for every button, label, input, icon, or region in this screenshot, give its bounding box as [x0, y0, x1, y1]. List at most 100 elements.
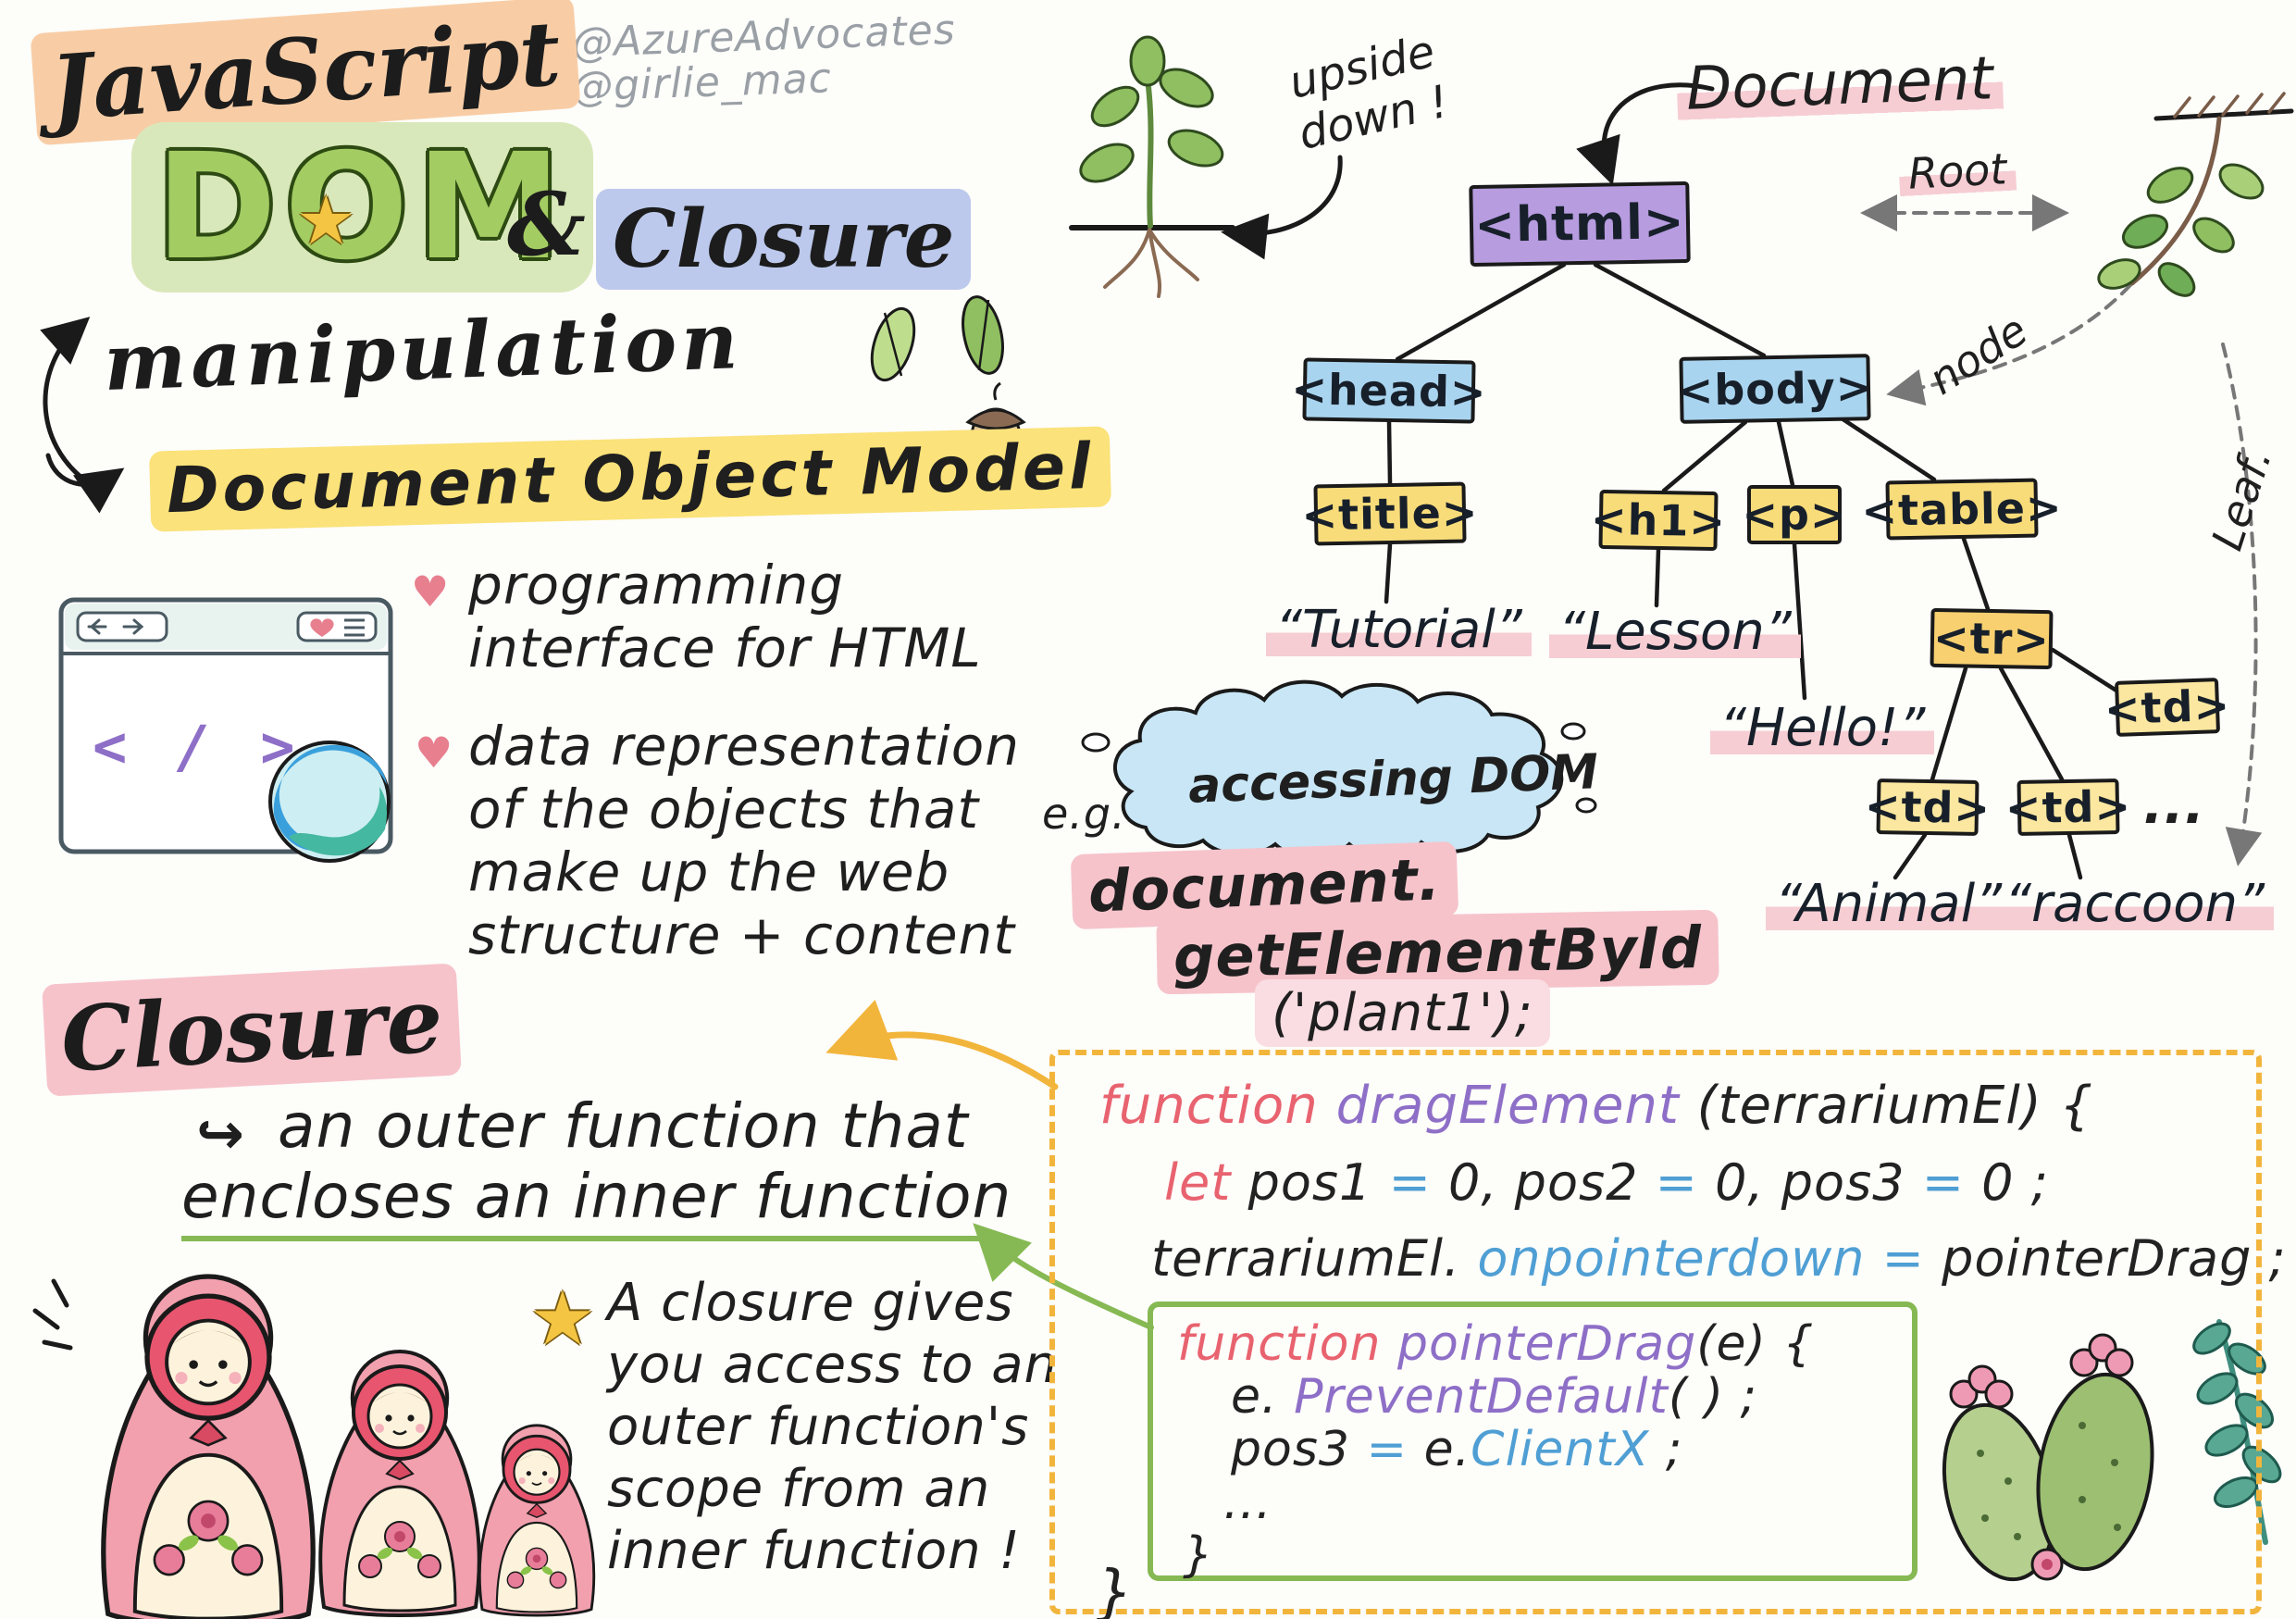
access-code-line-3: ('plant1');	[1255, 979, 1550, 1047]
inner-close-brace: }	[1183, 1527, 1215, 1583]
code-token: function	[1099, 1076, 1336, 1136]
text-node-animal: “Animal”	[1766, 874, 2012, 934]
title-dom: DOM	[131, 122, 593, 293]
code-token: ( ) ;	[1668, 1369, 1758, 1425]
code-token: PreventDefault	[1294, 1369, 1669, 1425]
succulent-illustration	[2192, 1319, 2282, 1545]
code-token: (terrariumEl) {	[1696, 1076, 2094, 1136]
code-token: (e) {	[1696, 1316, 1815, 1372]
code-token: pos3	[1781, 1153, 1922, 1212]
tree-ellipsis: ...	[2143, 776, 2205, 836]
code-token: dragElement	[1335, 1076, 1697, 1136]
text-node-raccoon: “raccoon”	[1995, 874, 2274, 934]
matryoshka-dolls-illustration	[32, 1277, 596, 1619]
code-token: pointerDrag ;	[1942, 1229, 2287, 1288]
bullet2-line2: of the objects that	[468, 778, 980, 841]
cactus-illustration	[1942, 1333, 2154, 1582]
code-token: e.	[1231, 1369, 1295, 1425]
tree-node-title: <title>	[1301, 481, 1479, 546]
closure-heading-text: Closure	[42, 963, 463, 1097]
credit-handle-2: @girlie_mac	[571, 55, 833, 111]
title-closure: Closure	[596, 189, 972, 290]
tree-node-body: <body>	[1677, 354, 1873, 424]
code-line-1: function dragElement (terrariumEl) {	[1099, 1076, 2093, 1136]
tree-node-head: <head>	[1291, 357, 1487, 424]
yellow-closure-arrow	[825, 1000, 1059, 1090]
dom-star-icon: ★	[296, 181, 356, 259]
bullet1-line2: interface for HTML	[468, 616, 982, 679]
tree-node-h1: <h1>	[1591, 489, 1726, 552]
code-token: ClientX	[1471, 1422, 1650, 1477]
heart-bullet-icon: ♥	[411, 567, 450, 616]
closure-note: A closure gives you access to an outer f…	[607, 1272, 1088, 1582]
code-token: pos1	[1247, 1153, 1389, 1212]
code-token: =	[1881, 1229, 1942, 1288]
code-token: terrariumEl.	[1151, 1229, 1478, 1288]
text-node-lesson: “Lesson”	[1549, 602, 1801, 662]
tree-connectors	[1384, 262, 2122, 880]
code-token: =	[1388, 1153, 1448, 1212]
closure-def-line1: an outer function that	[278, 1090, 969, 1162]
code-token: function	[1177, 1316, 1397, 1372]
closure-note-line: A closure gives	[607, 1273, 1014, 1333]
code-token: pointerDrag	[1396, 1316, 1697, 1372]
code-line-3: terrariumEl. onpointerdown = pointerDrag…	[1151, 1229, 2287, 1288]
code-token: ;	[1649, 1422, 1683, 1477]
code-token: =	[1366, 1422, 1424, 1477]
root-label: Root	[1897, 143, 2017, 200]
tree-node-td-right: <td>	[2104, 678, 2231, 737]
node-arrow	[1886, 283, 2132, 406]
left-margin-arrow	[40, 317, 92, 486]
text-node-hello: “Hello!”	[1710, 698, 1935, 758]
code-token: =	[1921, 1153, 1982, 1212]
tree-node-tr: <tr>	[1930, 607, 2054, 670]
code-token: 0 ;	[1981, 1153, 2049, 1212]
code-token: pos3	[1231, 1422, 1367, 1477]
title-ampersand: &	[507, 174, 586, 276]
closure-note-line: scope from an	[607, 1459, 991, 1519]
bullet2-line4: structure + content	[468, 903, 1016, 966]
code-line-2: let pos1 = 0, pos2 = 0, pos3 = 0 ;	[1164, 1153, 2049, 1212]
tree-node-td-mid: <td>	[2005, 778, 2131, 836]
inner-code-line-2: e. PreventDefault( ) ;	[1231, 1371, 1888, 1424]
return-arrow-icon: ↪	[196, 1100, 245, 1167]
tree-node-td-left: <td>	[1865, 778, 1991, 836]
leaf-arrow	[2221, 342, 2263, 866]
browser-illustration: < / >	[58, 597, 393, 863]
closure-heading: Closure	[42, 963, 463, 1097]
dashed-annotation-arrows	[1860, 194, 2263, 866]
code-icon: < / >	[93, 713, 303, 780]
inner-code-line-3: pos3 = e.ClientX ;	[1231, 1424, 1888, 1476]
outer-close-brace: }	[1096, 1559, 1135, 1619]
bullet2-line1: data representation	[468, 715, 1020, 778]
closure-star-icon: ★	[529, 1276, 596, 1362]
upside-down-to-plant-arrow	[1221, 155, 1343, 260]
inner-code-line-4: ...	[1223, 1476, 1888, 1529]
code-token: onpointerdown	[1477, 1229, 1882, 1288]
closure-note-line: inner function !	[607, 1521, 1021, 1581]
code-token: 0,	[1447, 1153, 1515, 1212]
eg-label: e.g.	[1042, 789, 1126, 839]
bullet2-line3: make up the web	[468, 841, 950, 903]
text-node-tutorial: “Tutorial”	[1266, 600, 1532, 660]
left-hook-arrow	[45, 453, 125, 514]
heart-bullet-icon: ♥	[415, 728, 453, 778]
code-token: let	[1164, 1153, 1248, 1212]
sparkle-marks	[32, 1278, 73, 1351]
tree-node-p: <p>	[1743, 485, 1846, 544]
code-token: e.	[1423, 1422, 1471, 1477]
bullet1-line1: programming	[468, 554, 845, 616]
code-block: function dragElement (terrariumEl) { let…	[1049, 1050, 2286, 1619]
access-code-line-3-text: ('plant1');	[1255, 979, 1550, 1047]
inner-function-box: function pointerDrag(e) { e. PreventDefa…	[1148, 1301, 1917, 1583]
tree-node-html: <html>	[1469, 181, 1691, 268]
title-closure-text: Closure	[596, 189, 972, 290]
document-label: Document	[1675, 44, 2004, 125]
code-token: ...	[1223, 1475, 1272, 1530]
branch-illustration	[2097, 92, 2294, 297]
code-token: 0,	[1715, 1153, 1781, 1212]
inner-code-line-1: function pointerDrag(e) {	[1177, 1318, 1888, 1371]
code-token: pos2	[1514, 1153, 1656, 1212]
